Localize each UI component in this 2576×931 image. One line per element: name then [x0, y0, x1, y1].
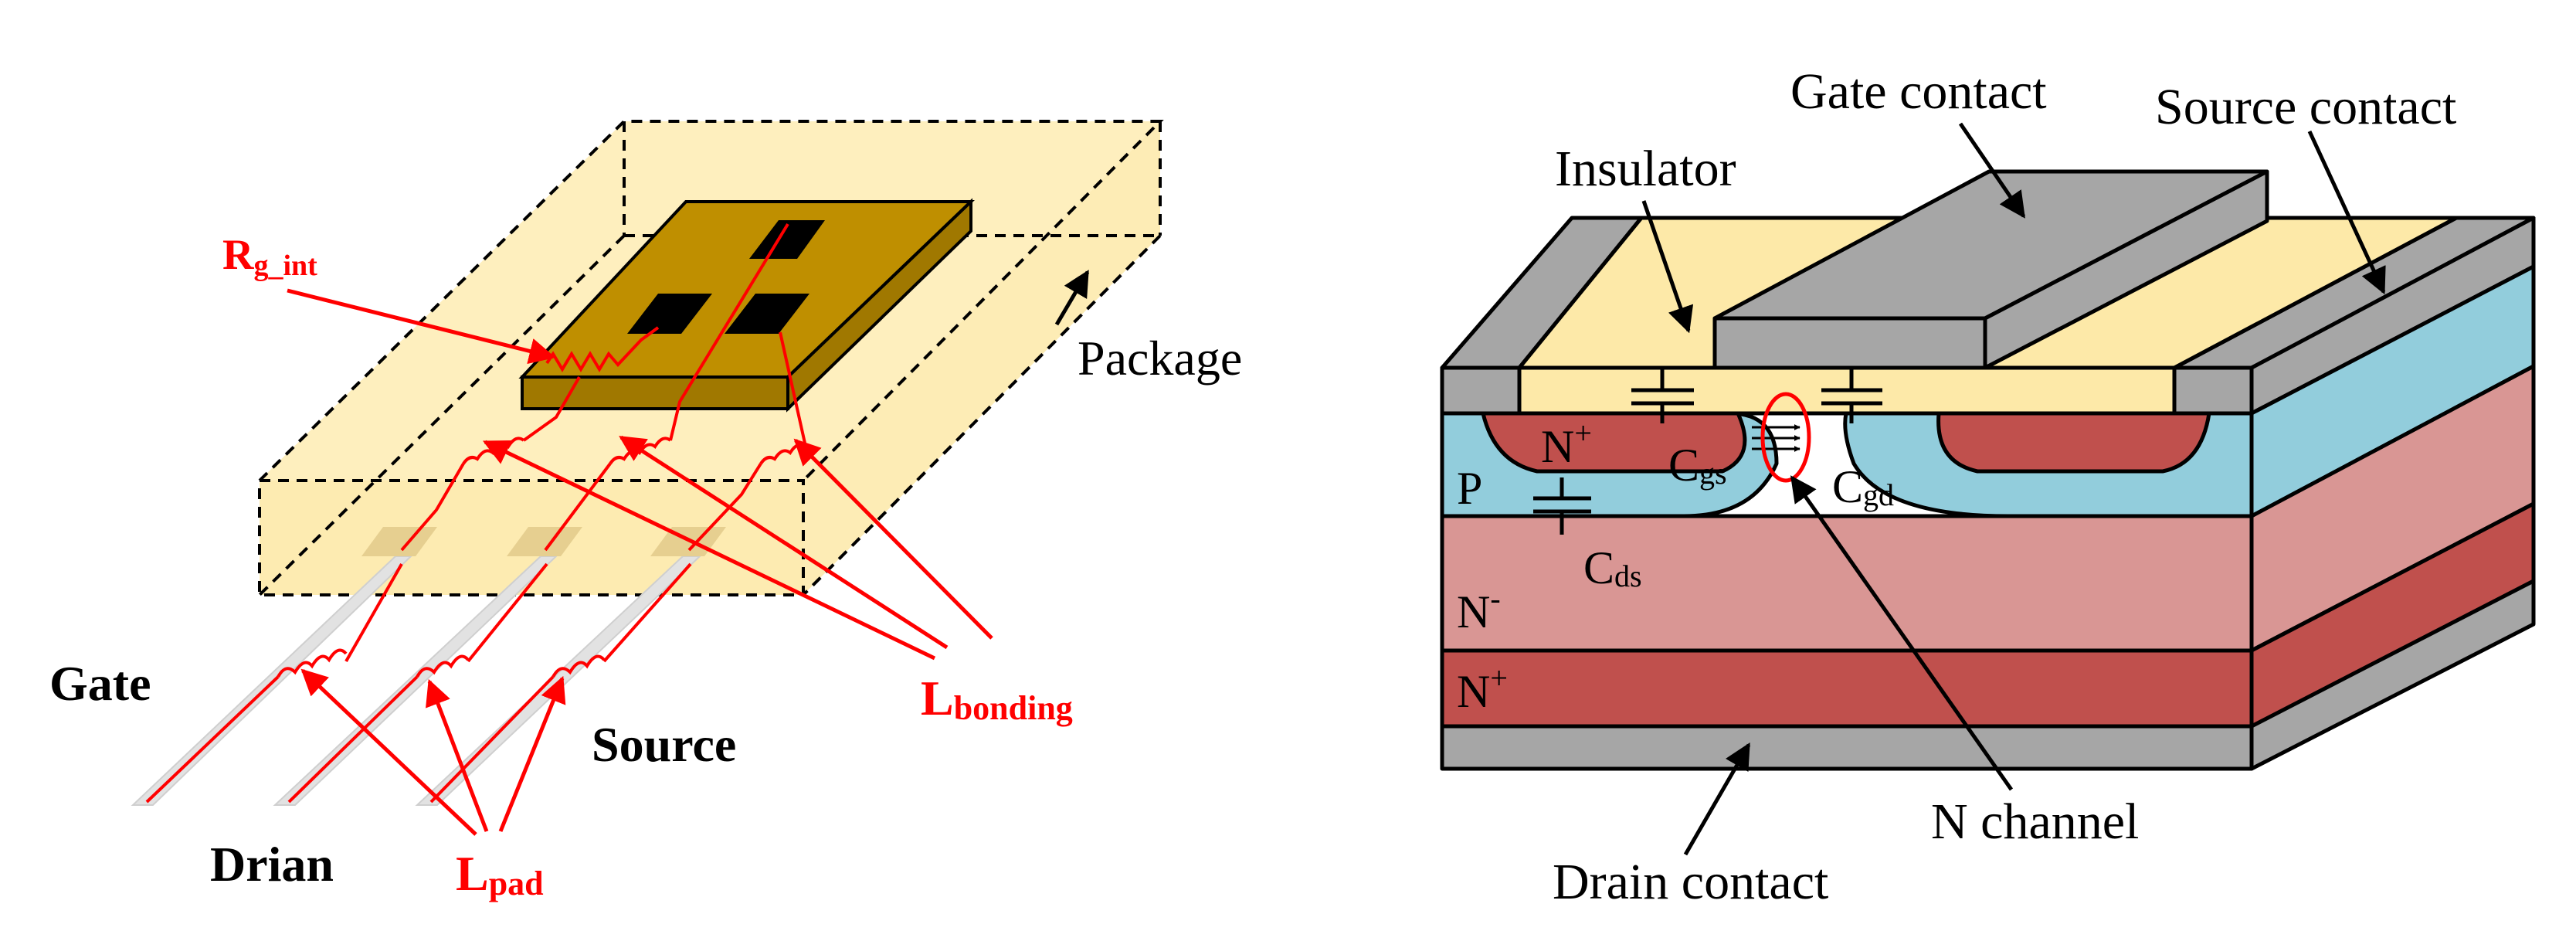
layer-n-minus-front	[1440, 514, 2254, 653]
arrow-lbonding-2	[619, 435, 949, 650]
package-right-face	[803, 121, 1160, 595]
source-contact-left-front	[1440, 365, 1522, 416]
arrow-lpad-2	[426, 678, 489, 832]
mosfet-cross-section	[1440, 169, 2536, 771]
package-diagram: Rg_int Package Gate Source Drian Lbondin…	[49, 120, 1242, 902]
label-n-plus-top: N+	[1541, 416, 1592, 472]
side-drain-contact	[2249, 579, 2536, 771]
arrow-drain-contact	[1683, 742, 1751, 856]
die-pad-right	[725, 294, 809, 334]
label-n-minus: N-	[1457, 581, 1501, 637]
arrow-package	[1054, 270, 1090, 326]
die-pad-left	[627, 294, 712, 334]
label-p: P	[1457, 463, 1482, 514]
label-gate-contact: Gate contact	[1790, 63, 2047, 120]
label-lpad: Lpad	[456, 846, 544, 902]
arrow-source-contact	[2307, 130, 2386, 295]
rg-int-resistor	[545, 326, 660, 372]
arrow-insulator	[1641, 200, 1694, 334]
source-contact-right-front	[2172, 365, 2254, 416]
n-channel-highlight	[1760, 392, 1811, 483]
capacitor-cgd	[1821, 369, 1882, 423]
label-n-plus-bottom: N+	[1457, 661, 1508, 717]
label-n-channel: N channel	[1931, 793, 2139, 850]
label-source-contact: Source contact	[2155, 79, 2456, 135]
bonding-wires	[145, 223, 807, 804]
arrow-lbonding-3	[793, 438, 993, 640]
label-cds: Cds	[1583, 542, 1642, 593]
label-gate: Gate	[49, 656, 151, 711]
right-arrows	[1641, 122, 2386, 856]
channel-arrows	[1752, 424, 1800, 452]
label-package: Package	[1078, 331, 1242, 386]
label-cgs: Cgs	[1668, 440, 1727, 491]
label-source: Source	[592, 717, 736, 772]
die-pad-top	[749, 220, 825, 259]
gate-contact-side	[1983, 169, 2269, 370]
capacitor-cgs	[1631, 369, 1694, 423]
label-drain-contact: Drain contact	[1553, 854, 1828, 910]
layer-drain-contact-front	[1440, 724, 2254, 771]
label-drian: Drian	[210, 837, 334, 892]
arrow-lpad-3	[498, 675, 566, 832]
label-rg-int: Rg_int	[222, 231, 317, 282]
region-n-plus-right	[1936, 411, 2211, 474]
label-lbonding: Lbonding	[921, 671, 1073, 727]
red-arrows	[287, 288, 993, 836]
arrow-rg-int	[287, 288, 556, 365]
layer-n-plus-substrate-front	[1440, 648, 2254, 729]
right-labels: Gate contact Source contact Insulator N+…	[1457, 63, 2456, 910]
arrow-lbonding-1	[482, 440, 936, 661]
region-n-plus-left	[1481, 411, 1747, 474]
label-cgd: Cgd	[1832, 461, 1894, 512]
label-insulator: Insulator	[1555, 141, 1736, 197]
arrow-n-channel	[1790, 475, 2014, 791]
arrow-gate-contact	[1958, 122, 2026, 219]
capacitor-cds	[1533, 477, 1591, 535]
gate-contact-front	[1712, 316, 1987, 370]
arrow-lpad-1	[300, 668, 477, 836]
